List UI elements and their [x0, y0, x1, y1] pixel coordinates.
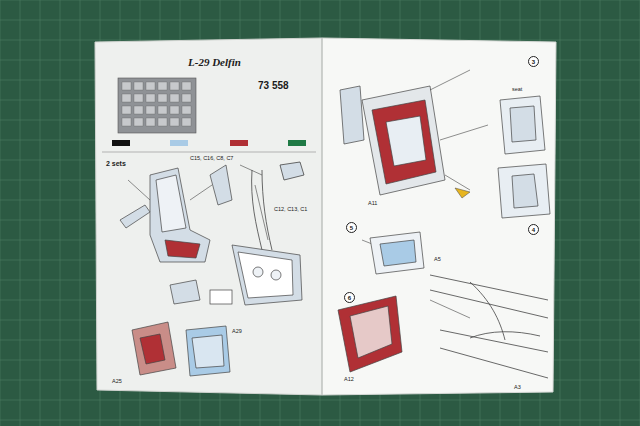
step-number-text: 4 [532, 227, 535, 233]
panel-assembly [338, 232, 424, 372]
part-label: 2 sets [106, 160, 126, 168]
swatch [170, 140, 188, 146]
fret-image [118, 78, 196, 133]
seat-drawing [120, 165, 232, 262]
part-label: A12 [344, 376, 354, 382]
left-sheet [95, 38, 322, 395]
swatch [230, 140, 248, 146]
swatch [288, 140, 306, 146]
step-number-text: 5 [350, 225, 353, 231]
cockpit-tub [340, 86, 445, 195]
part-label: seat [512, 86, 522, 92]
part-label: A11 [368, 200, 377, 206]
console-drawing [132, 280, 232, 376]
step-number-text: 6 [348, 295, 351, 301]
seat-detail [498, 96, 550, 218]
step-number: 3 [528, 56, 539, 67]
step-number: 6 [344, 292, 355, 303]
arrow-mark [455, 188, 470, 198]
part-label: A5 [434, 256, 441, 262]
part-label: A29 [232, 328, 242, 334]
part-label: A25 [112, 378, 122, 384]
right-sheet [322, 38, 556, 395]
panel-drawing [232, 245, 302, 305]
part-label: A3 [514, 384, 521, 390]
set-number: 73 558 [258, 80, 289, 91]
leader-lines [128, 165, 268, 240]
title: L-29 Delfin [188, 56, 241, 68]
fold-line [321, 38, 323, 395]
leader-lines [362, 70, 488, 318]
step-number: 5 [346, 222, 357, 233]
rule [102, 152, 316, 153]
step-number: 4 [528, 224, 539, 235]
part-label: C12, C13, C1 [274, 206, 307, 212]
fuselage-drawing [430, 275, 548, 378]
step-number-text: 3 [532, 59, 535, 65]
swatch [112, 140, 130, 146]
fret-parts [122, 82, 191, 126]
part-label: C15, C16, C8, C7 [190, 155, 233, 161]
